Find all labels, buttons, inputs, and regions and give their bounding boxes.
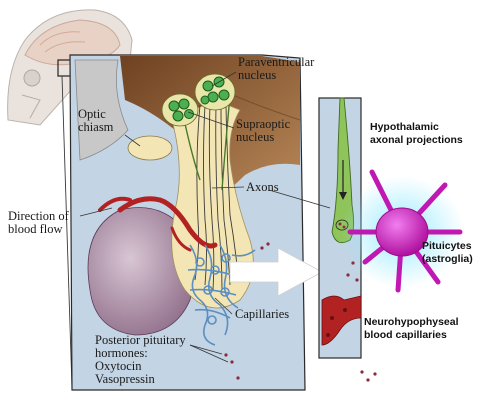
label-neurohypophyseal-capillaries: Neurohypophyseal blood capillaries bbox=[364, 316, 459, 341]
label-supraoptic-nucleus: Supraoptic nucleus bbox=[236, 118, 290, 144]
label-optic-chiasm: Optic chiasm bbox=[78, 108, 113, 134]
optic-chiasm-shape bbox=[128, 136, 172, 160]
supraoptic-nucleus-cells bbox=[162, 94, 198, 126]
label-posterior-pituitary-hormones: Posterior pituitary hormones: Oxytocin V… bbox=[95, 334, 186, 386]
paraventricular-nucleus-cells bbox=[195, 74, 235, 110]
label-capillaries: Capillaries bbox=[235, 308, 289, 321]
label-axons: Axons bbox=[246, 181, 279, 194]
label-pituicytes: Pituicytes (astroglia) bbox=[422, 240, 473, 265]
label-direction-of-blood-flow: Direction of blood flow bbox=[8, 210, 69, 236]
label-hypothalamic-axonal-projections: Hypothalamic axonal projections bbox=[370, 121, 463, 146]
label-paraventricular-nucleus: Paraventricular nucleus bbox=[238, 56, 314, 82]
